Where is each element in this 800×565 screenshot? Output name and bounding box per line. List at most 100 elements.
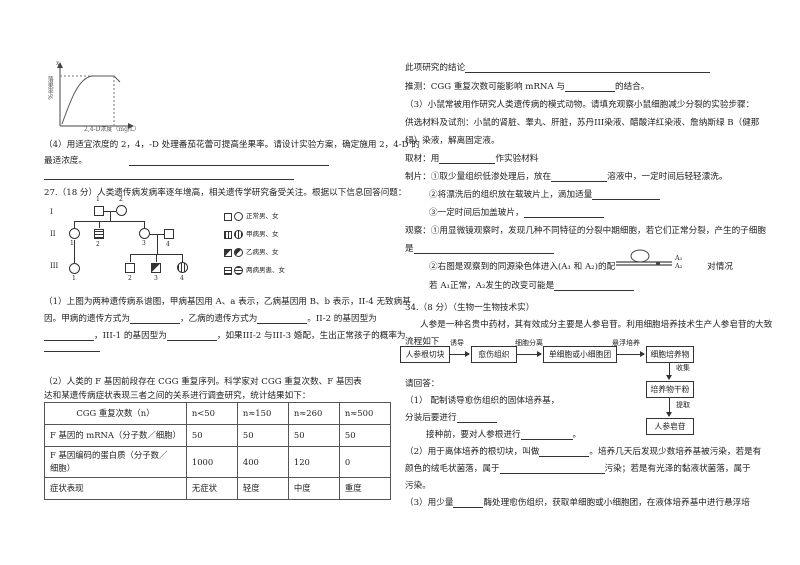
r-line10: 观察：①用显微镜观察时，发现几种不同特征的分裂中期细胞，若它们正常分裂，产生的子… [405,226,766,236]
s1c-text: 接种前，要对人参根进行 [426,430,521,440]
s3b-text: 酶处理愈伤组织，获取单细胞或小细胞团，在液体培养基中进行悬浮培 [483,498,750,508]
flow-box-powder: 培养物干粉 [646,381,694,398]
gen-label-1: I [50,208,53,216]
flow-box-callus: 愈伤组织 [471,346,517,363]
enzyme-blank[interactable] [453,498,484,509]
ped-II3-num: 3 [142,240,146,247]
flow-label-separate: 细胞分离 [515,339,543,347]
r-line9: ③一定时间后加盖玻片， [429,208,604,219]
flow-box-single-cells: 单细胞或小细胞团 [543,346,617,363]
daughter-cell-blank[interactable] [413,244,554,255]
r-line2: 推测：CGG 重复次数可能影响 mRNA 与的结合。 [405,82,649,93]
legend-b-female [234,248,243,257]
binding-blank[interactable] [564,82,615,93]
cell-protein-1: 1000 [185,446,238,478]
th-cgg: CGG 重复次数（n） [44,402,187,425]
flow-arrow-extract [666,398,672,417]
blank-III1-genotype[interactable] [166,331,217,342]
ped-II4-num: 4 [166,241,170,248]
cell-protein-2: 400 [236,446,289,478]
change-blank[interactable] [554,281,635,292]
stain-blank[interactable] [592,190,661,201]
q34-line2: 流程如下 [405,337,440,347]
q27-p1-line4[interactable] [44,345,100,352]
flow-label-induce: 诱导 [450,339,464,347]
chrom-a2-label: A₂ [675,262,683,270]
step3-blank[interactable] [523,208,604,219]
r8-text: ②将漂洗后的组织放在载玻片上，滴加适量 [429,190,593,200]
q27-p1-line2: 因。甲病的遗传方式为，乙病的遗传方式为。II-2 的基因型为 [44,314,377,325]
q4-blank2[interactable] [44,178,294,180]
s2-line2: 颜色的绒毛状菌落，属于污染；若是有光泽的黏液状菌落，属于 [405,464,751,475]
ped-II4-male-normal [164,229,174,239]
s2a-text: （2）用于离体培养的根切块，叫做 [405,447,540,457]
legend-a-female [234,230,243,239]
graph-ylabel: 落果率% [46,76,54,100]
r7a-text: 制片：①取少量组织低渗处理后，放在 [405,172,552,182]
legend-a-male [224,231,232,239]
blank-jia-mode[interactable] [129,314,180,325]
s3-line1: （3）用少量酶处理愈伤组织，获取单细胞或小细胞团，在液体培养基中进行悬浮培 [405,498,750,509]
p1-text-c: ，乙病的遗传方式为 [179,314,258,324]
cell-mrna-1: 50 [185,424,238,447]
r-line11: 是 [405,244,554,255]
flow-arrow-suspend [617,351,645,357]
conclusion-blank[interactable] [465,63,711,74]
r7b-text: 溶液中，一定时间后轻轻漂洗。 [607,172,728,182]
q4-line1: （4）用适宜浓度的 2，4，-D 处理番茄花蕾可提高坐果率。请设计实验方案，确定… [44,140,420,150]
flow-label-suspend: 悬浮培养 [612,339,640,347]
ped-III3-male-affected [151,263,161,273]
cell-protein-label: F 基因编码的蛋白质（分子数／细胞） [44,446,187,478]
ped-II-nums: 1 [70,240,74,247]
q4-line2: 最适浓度。 [44,156,329,167]
legend-both-female [234,266,243,275]
cell-symptom-1: 无症状 [185,477,238,500]
graph-xmark: x [56,60,60,67]
r-line4: 供选材料及试剂：小鼠的肾脏、睾丸、肝脏，苏丹III染液、醋酸洋红染液、詹纳斯绿 … [405,118,760,128]
cell-mrna-4: 50 [338,424,391,447]
flow-arrow-collect [666,363,672,380]
s1-line1: （1） 配制诱导愈伤组织的固体培养基， [405,396,560,406]
protein-label-2: 细胞） [50,463,76,473]
r12b-text: 对情况 [707,262,733,272]
flow-arrow-induce [450,351,470,357]
cell-mrna-2: 50 [236,424,289,447]
fungal-blank[interactable] [499,464,605,475]
explant-blank[interactable] [539,447,590,458]
r-line13: 若 A₁正常，A₂发生的改变可能是 [429,281,635,292]
q4-answer-blank[interactable] [128,156,329,167]
blank-yi-mode[interactable] [257,314,308,325]
material-blank[interactable] [439,154,496,165]
ped-III1-female-normal [69,263,80,274]
cell-protein-4: 0 [338,446,391,478]
s1-line2: 分装后要进行 [405,413,497,424]
root-treat-blank[interactable] [520,430,573,441]
s1b-text: 分装后要进行 [405,413,457,423]
r9-text: ③一定时间后加盖玻片， [429,208,524,218]
r11-text: 是 [405,244,414,254]
q27-heading: 27.（18 分）人类遗传病发病率逐年增高，相关遗传学研究备受关注。根据以下信息… [44,188,407,198]
s1-line3: 接种前，要对人参根进行。 [426,430,582,441]
ped-II1-num: 1 [70,240,74,247]
flow-arrow-separate [517,351,542,357]
q27-p1-line1: （1）上图为两种遗传病系谱图，甲病基因用 A、a 表示，乙病基因用 B、b 表示… [44,297,411,307]
ped-II2-male-affected [94,229,104,239]
r-line6: 取材：用作实验材料 [405,154,538,165]
ped-III3-num: 3 [154,275,158,282]
solution-blank[interactable] [551,172,608,183]
cell-protein-3: 120 [287,446,340,478]
ped-III4-female-affected [177,262,188,273]
s2-line3: 污染。 [405,481,431,491]
cell-symptom-4: 重度 [338,477,391,500]
q4-line2-text: 最适浓度。 [44,156,87,166]
blank-II2-genotype[interactable] [44,331,94,342]
ped-II1-female-normal [69,228,80,239]
ped-I2-female-normal [116,205,127,216]
q27-p1-line3: ，III-1 的基因型为，如果III-2 与III-3 婚配，生出正常孩子的概率… [44,331,406,342]
r-line12: ②右图是观察到的同源染色体进入(A₁ 和 A₂)的配对情况 [429,262,733,272]
table-row-protein: F 基因编码的蛋白质（分子数／细胞） 1000 400 120 0 [44,446,391,478]
sterilize-blank[interactable] [456,413,497,424]
table-row-mrna: F 基因的 mRNA（分子数／细胞） 50 50 50 50 [44,424,391,447]
cell-mrna-label: F 基因的 mRNA（分子数／细胞） [44,424,187,447]
ped-III1-num: 1 [72,275,76,282]
